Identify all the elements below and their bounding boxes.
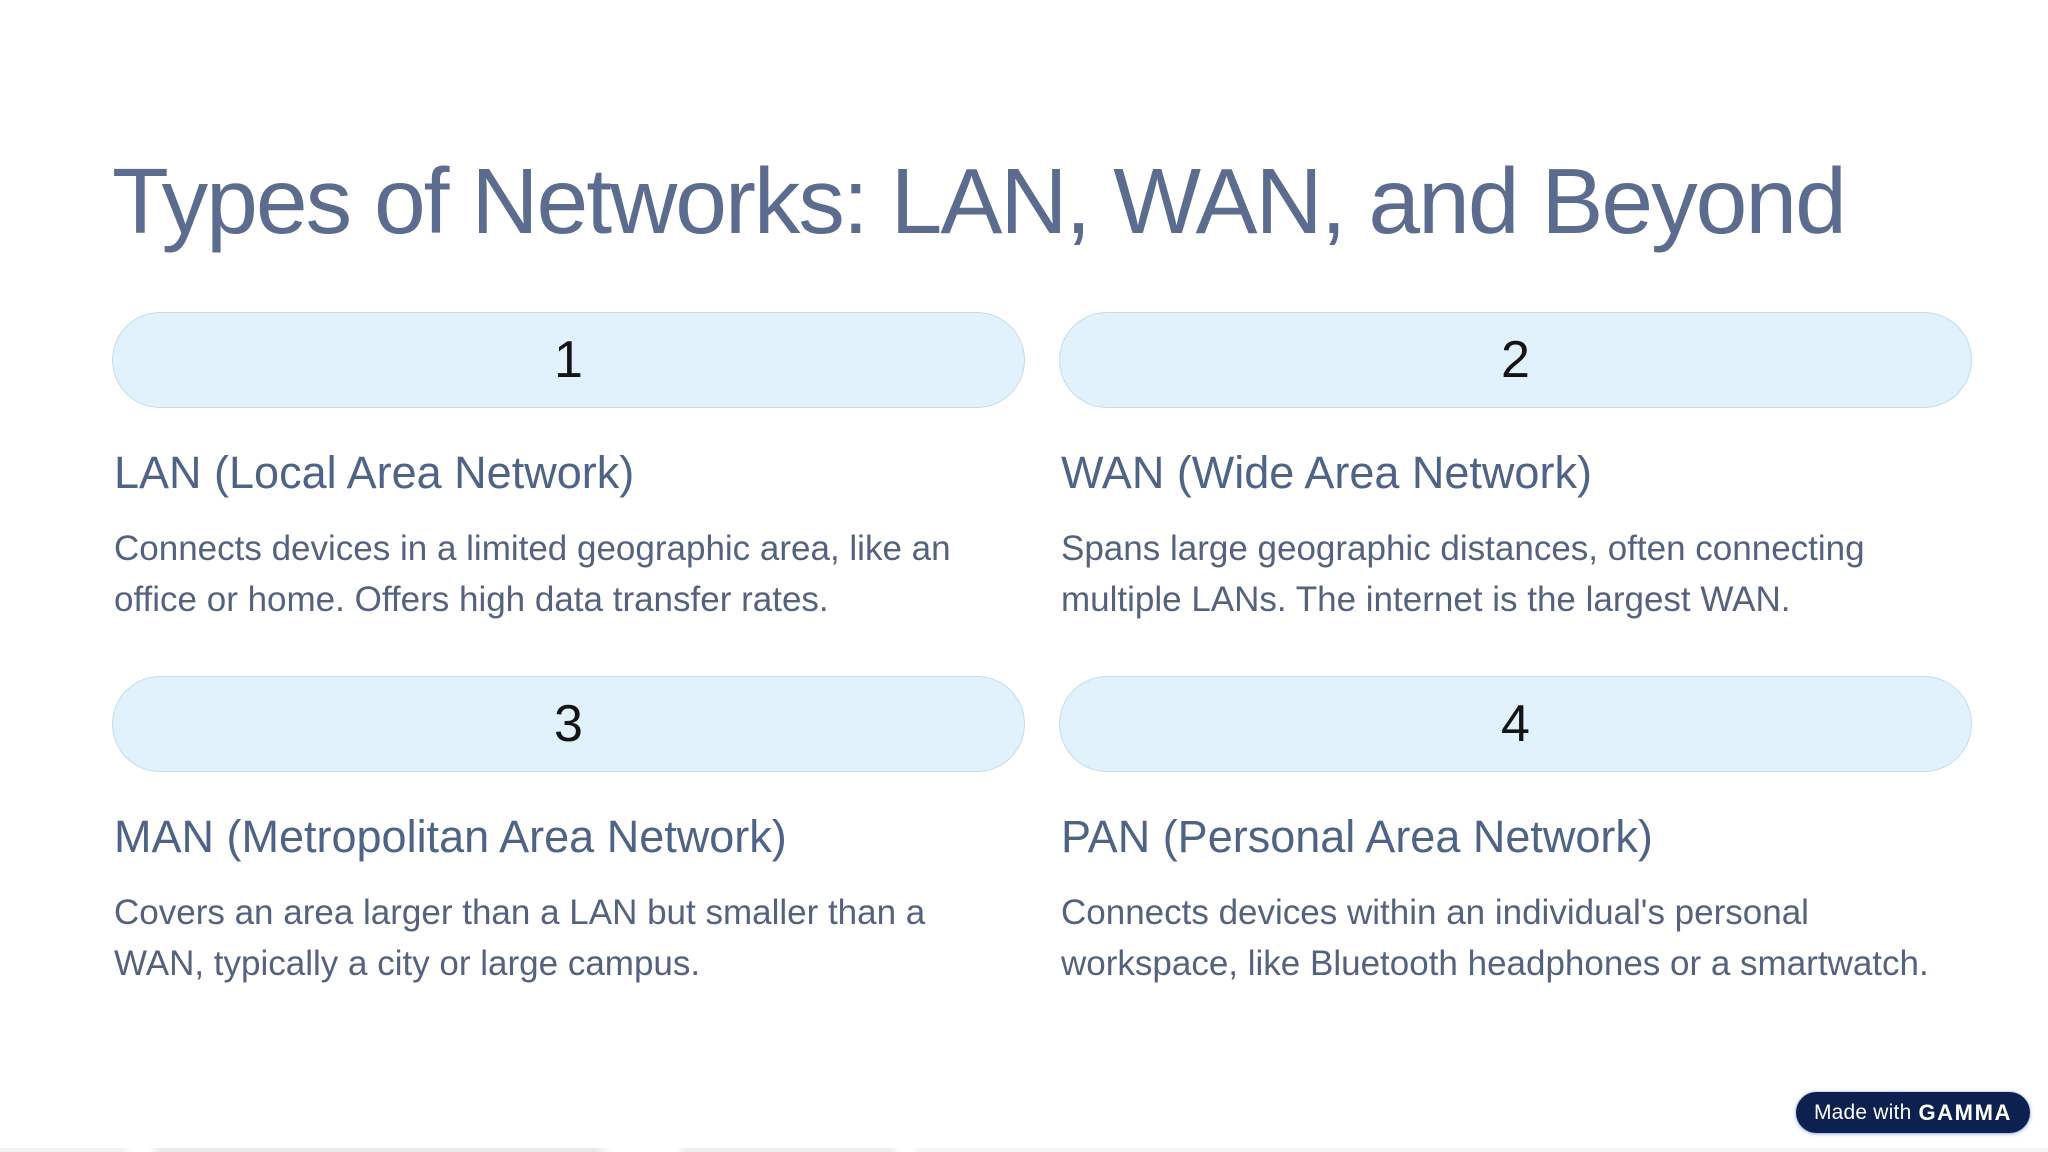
network-types-grid: 1 LAN (Local Area Network) Connects devi…	[112, 312, 1972, 990]
card-man: 3 MAN (Metropolitan Area Network) Covers…	[112, 676, 1025, 990]
badge-prefix-label: Made with	[1813, 1100, 1912, 1124]
card-lan: 1 LAN (Local Area Network) Connects devi…	[112, 312, 1025, 626]
card-body: Connects devices in a limited geographic…	[114, 528, 951, 620]
page-title: Types of Networks: LAN, WAN, and Beyond	[112, 149, 1847, 253]
bottom-edge-divider	[0, 1148, 2048, 1152]
card-number: 1	[554, 331, 583, 389]
card-heading: PAN (Personal Area Network)	[1061, 811, 1653, 863]
card-wan: 2 WAN (Wide Area Network) Spans large ge…	[1059, 312, 1972, 626]
gamma-logo-wordmark: GAMMA	[1918, 1099, 2012, 1125]
card-heading: MAN (Metropolitan Area Network)	[114, 811, 787, 863]
card-number-pill: 3	[112, 676, 1025, 773]
card-body: Spans large geographic distances, often …	[1061, 528, 1865, 620]
card-number-pill: 1	[112, 312, 1025, 408]
card-number-pill: 4	[1059, 676, 1972, 773]
card-pan: 4 PAN (Personal Area Network) Connects d…	[1059, 676, 1972, 990]
card-body: Connects devices within an individual's …	[1061, 892, 1929, 984]
card-number: 4	[1501, 695, 1530, 754]
card-heading: LAN (Local Area Network)	[114, 447, 635, 498]
made-with-gamma-badge[interactable]: Made with GAMMA	[1795, 1092, 2030, 1133]
card-number: 3	[554, 695, 583, 754]
card-number: 2	[1501, 331, 1530, 389]
card-heading: WAN (Wide Area Network)	[1061, 447, 1592, 498]
card-body: Covers an area larger than a LAN but sma…	[114, 892, 926, 984]
card-number-pill: 2	[1059, 312, 1972, 408]
